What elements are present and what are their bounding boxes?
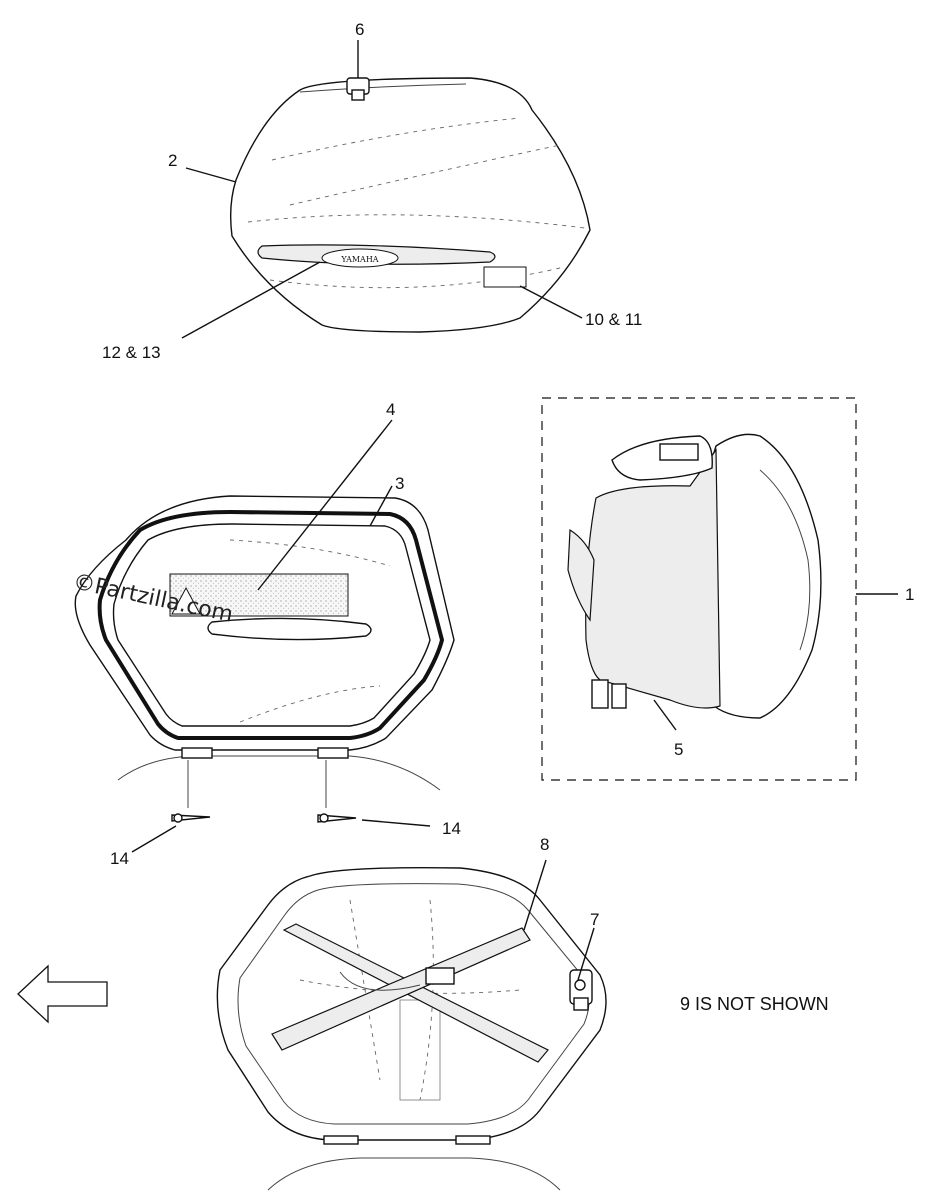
callout-6: 6 [355,20,364,39]
callout-1: 1 [905,585,914,604]
callout-8: 8 [540,835,549,854]
pin-part-14-left [171,760,211,823]
callout-10-11: 10 & 11 [585,310,642,329]
emblem-text: YAMAHA [340,255,378,264]
lid-inner-seal-assembly [74,495,455,791]
strap-buckle [425,967,455,985]
callout-14-right: 14 [442,819,461,838]
yamaha-emblem [321,248,399,268]
latch-part-7 [569,969,593,1011]
warning-label-part-4 [169,573,349,617]
callout-5: 5 [674,740,683,759]
callout-14-left: 14 [110,849,129,868]
label-part-10-11 [483,266,527,288]
callout-7: 7 [590,910,599,929]
callout-2: 2 [168,151,177,170]
direction-arrow-icon [17,964,108,1024]
outer-lid-part-2: YAMAHA [229,77,591,333]
callout-4: 4 [386,400,395,419]
open-box-with-straps [216,866,607,1191]
complete-saddlebag [567,433,822,719]
assembly-box-part-1 [541,397,857,781]
callout-12-13: 12 & 13 [102,343,161,362]
pin-part-14-right [317,760,357,823]
note-not-shown: 9 IS NOT SHOWN [680,994,829,1014]
callout-3: 3 [395,474,404,493]
